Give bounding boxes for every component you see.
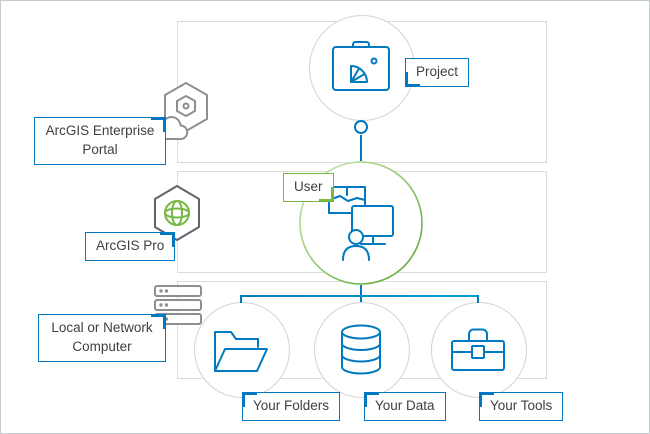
database-cylinder-icon: [341, 324, 381, 375]
connector-node-circle: [354, 120, 368, 134]
connector-branch-horizontal: [240, 295, 478, 297]
arcgis-pro-label: ArcGIS Pro: [85, 232, 176, 261]
connector-stub-tools: [477, 295, 479, 303]
connector-stub-folders: [240, 295, 242, 303]
toolbox-icon: [451, 328, 505, 371]
user-label: User: [283, 173, 334, 202]
project-circle: [309, 15, 415, 121]
project-label: Project: [405, 58, 470, 87]
open-folder-icon: [214, 331, 268, 372]
project-briefcase-icon: [332, 41, 390, 91]
your-folders-label: Your Folders: [242, 392, 341, 421]
connector-user-branch: [360, 285, 362, 302]
local-or-network-computer-label: Local or Network Computer: [38, 314, 166, 362]
user-workstation-icon: [328, 186, 394, 261]
server-stack-icon: [154, 285, 202, 325]
your-data-label: Your Data: [364, 392, 446, 421]
your-tools-label: Your Tools: [479, 392, 564, 421]
connector-project-user: [360, 135, 362, 161]
arcgis-enterprise-portal-label: ArcGIS Enterprise Portal: [34, 117, 166, 165]
arcgis-pro-hexagon-globe-icon: [154, 185, 200, 241]
